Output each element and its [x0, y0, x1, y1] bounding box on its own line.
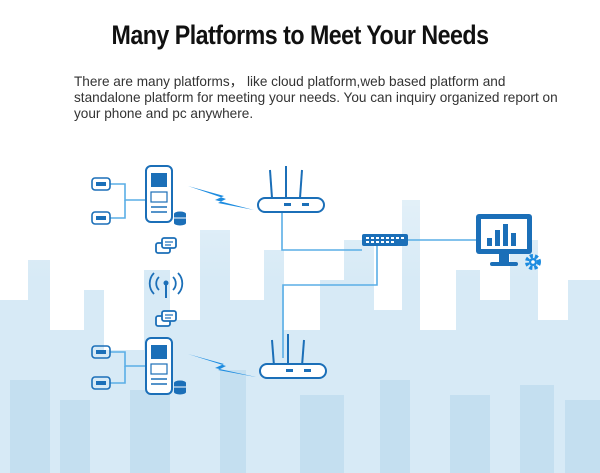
- database-icon: [174, 380, 186, 395]
- wireless-link-icon: [188, 186, 254, 210]
- access-terminal-icon: [145, 165, 173, 223]
- chat-bubble-icon: [155, 237, 177, 254]
- page-title: Many Platforms to Meet Your Needs: [111, 20, 489, 50]
- wireless-link-icon: [188, 354, 256, 377]
- description-text: There are many platforms， like cloud pla…: [74, 74, 558, 121]
- router-icon: [259, 334, 327, 379]
- monitor-chart-icon: [476, 214, 532, 266]
- card-reader-icon: [91, 211, 111, 225]
- database-icon: [174, 211, 186, 226]
- network-switch-icon: [362, 234, 408, 246]
- access-terminal-icon: [145, 337, 173, 395]
- router-icon: [257, 166, 325, 213]
- card-reader-icon: [91, 177, 111, 191]
- card-reader-icon: [91, 376, 111, 390]
- connection-lines: [110, 183, 476, 384]
- wireless-signal-icon: [148, 272, 184, 298]
- gear-icon: [525, 254, 541, 270]
- chat-bubble-icon: [155, 310, 177, 327]
- card-reader-icon: [91, 345, 111, 359]
